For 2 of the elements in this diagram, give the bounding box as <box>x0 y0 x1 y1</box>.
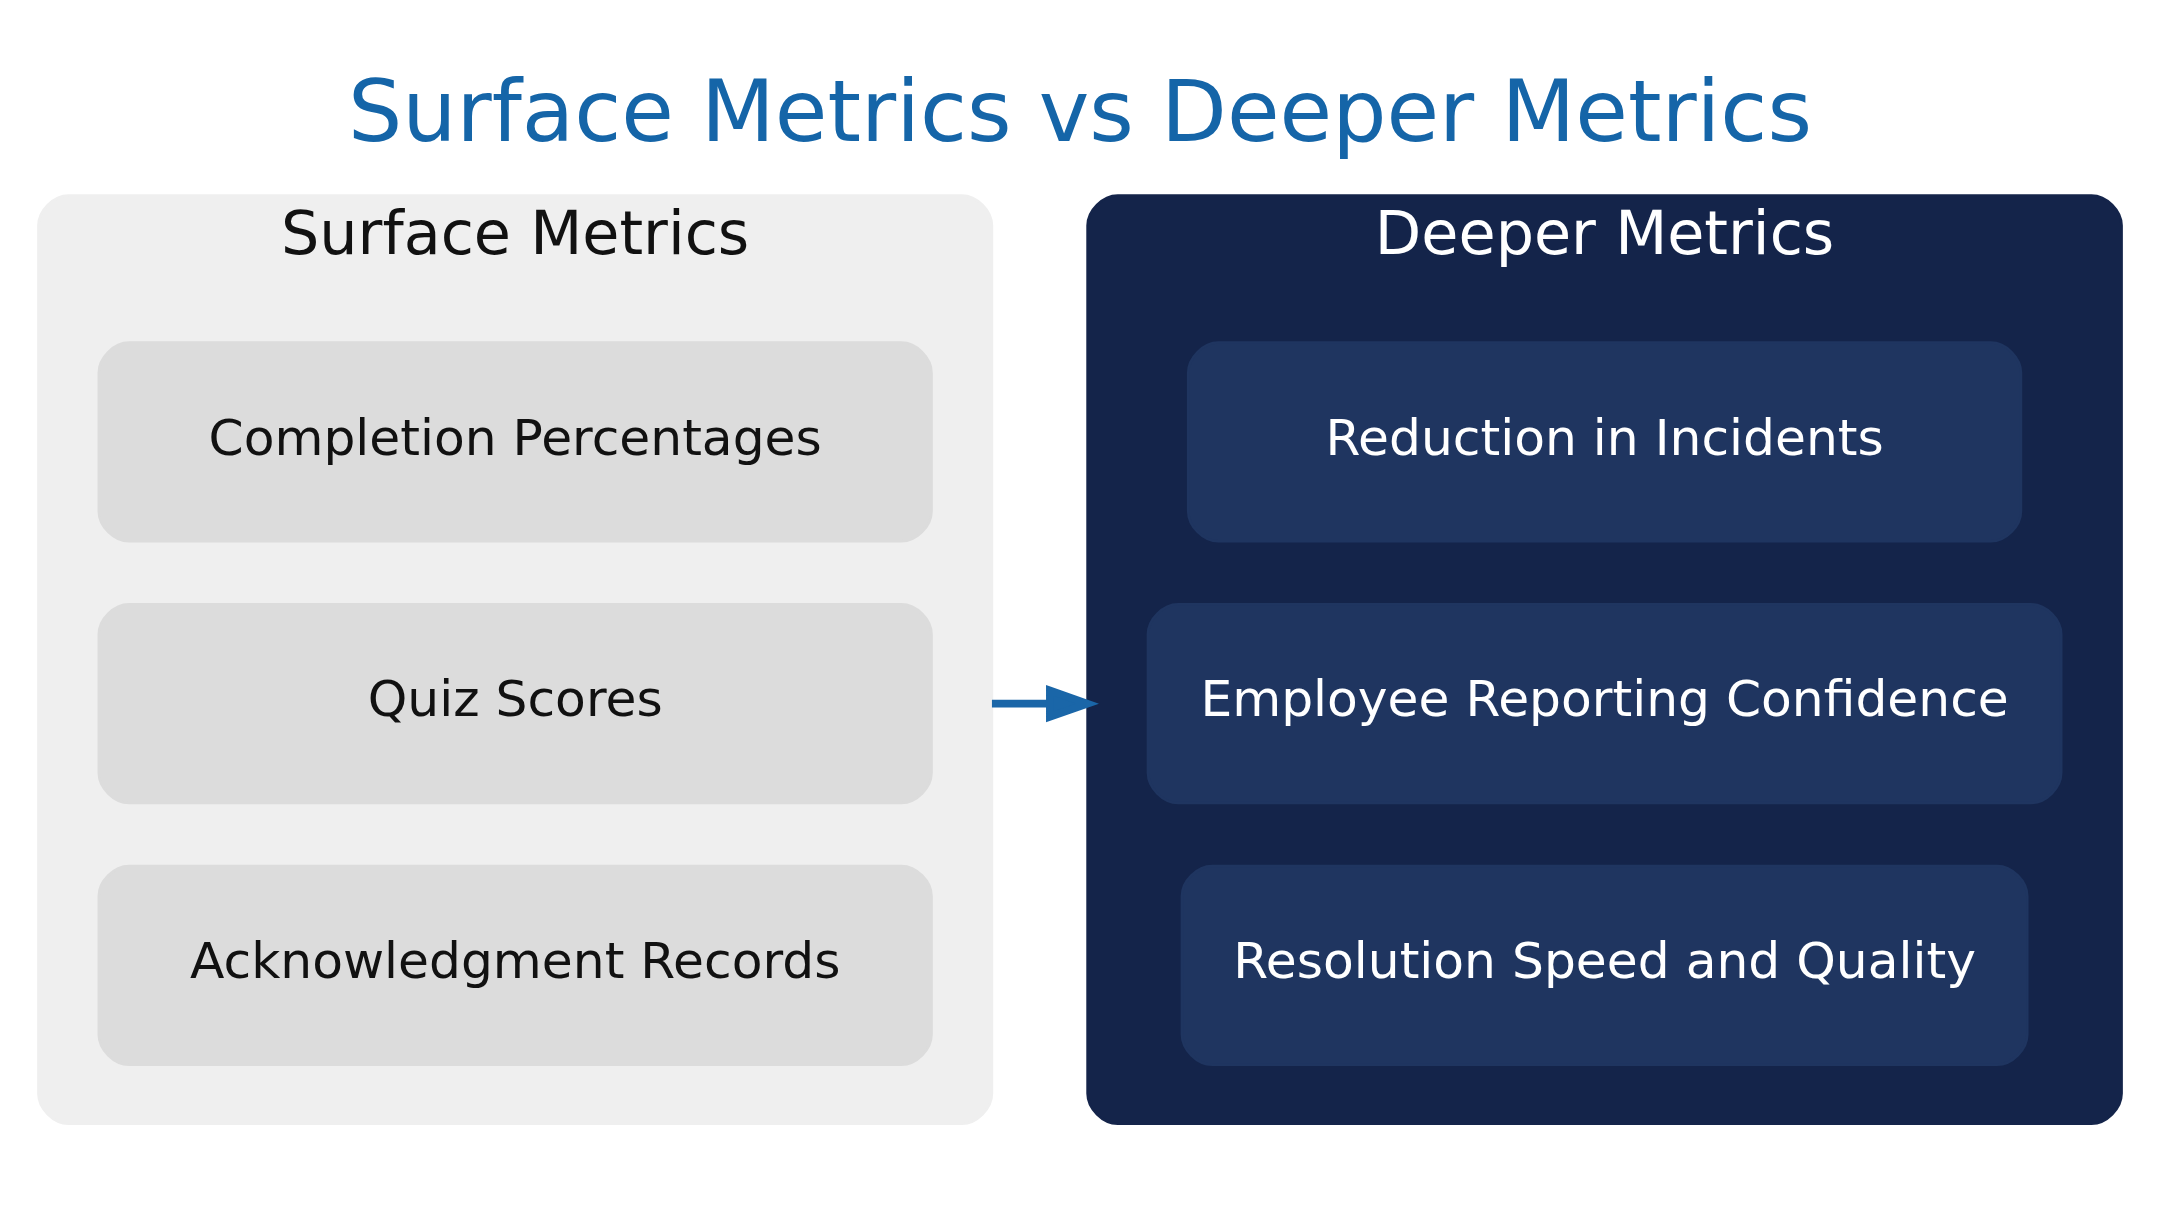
arrow <box>991 685 1099 723</box>
diagram-title: Surface Metrics vs Deeper Metrics <box>348 61 1812 161</box>
